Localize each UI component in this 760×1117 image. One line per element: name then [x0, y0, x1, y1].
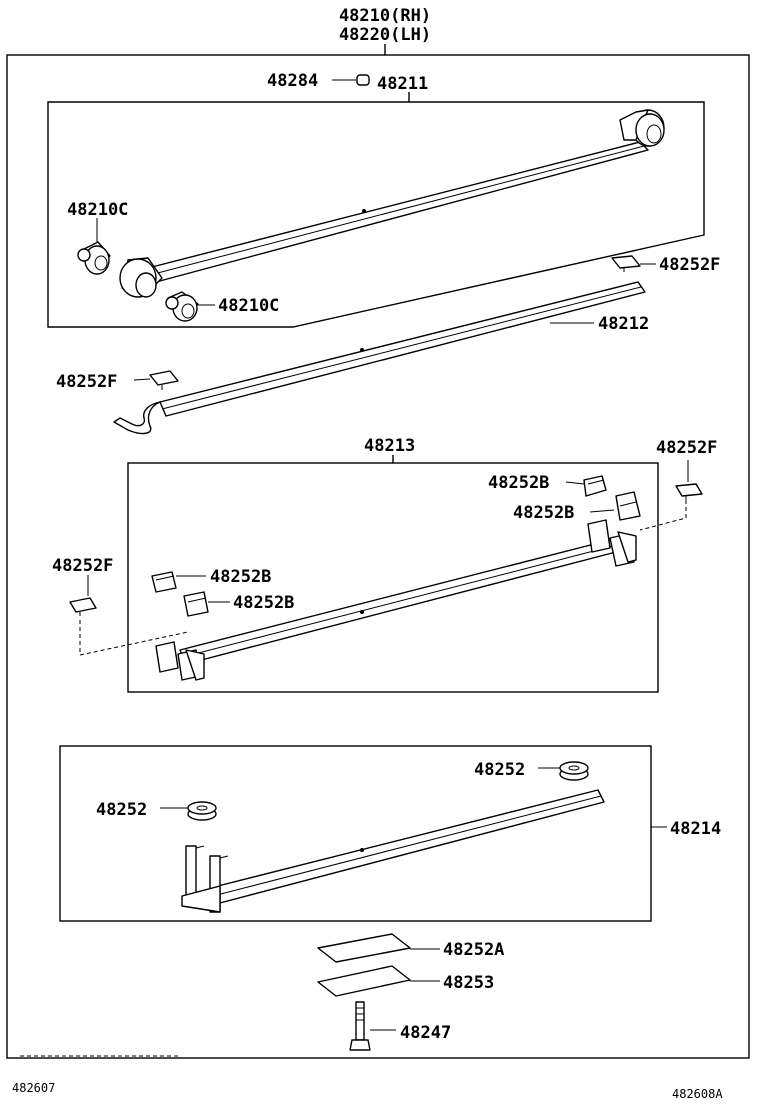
label-48252f-mid-right: 48252F: [656, 438, 717, 458]
caption-right: 482608A: [672, 1087, 723, 1101]
label-48252-left: 48252: [96, 800, 147, 820]
nut-48284: [332, 74, 370, 86]
leaf-48214-group: [59, 745, 667, 922]
plate-48252a: [317, 933, 440, 963]
label-48252b-2: 48252B: [513, 503, 574, 523]
main-leaf: [119, 109, 665, 298]
label-48252b-3: 48252B: [210, 567, 271, 587]
clip-48252b-2: [589, 491, 641, 521]
main-leaf-group: [47, 74, 705, 328]
rubber-48252-left: [160, 801, 217, 821]
clip-48252b-1: [565, 475, 607, 497]
assembly-label-rh: 48210(RH): [339, 6, 431, 26]
bushing-bottom: [165, 291, 215, 322]
assembly-label-lh: 48220(LH): [339, 25, 431, 45]
pad-48252f-top-right: [611, 255, 656, 272]
leaf-48213-group: [79, 455, 687, 693]
label-48212: 48212: [598, 314, 649, 334]
label-48252b-4: 48252B: [233, 593, 294, 613]
pad-48252f-mid-left: [69, 575, 97, 616]
clip-48252b-3: [151, 571, 206, 593]
label-48252f-left: 48252F: [56, 372, 117, 392]
caption-left: 482607: [12, 1081, 55, 1095]
bushing-top: [77, 218, 111, 275]
label-48211: 48211: [377, 74, 428, 94]
label-48252-right: 48252: [474, 760, 525, 780]
label-48284: 48284: [267, 71, 318, 91]
bolt-48247: [349, 1001, 396, 1051]
rubber-48252-right: [538, 761, 589, 781]
label-48252f-mid-left: 48252F: [52, 556, 113, 576]
pad-48252f-left: [133, 370, 179, 390]
pad-48252f-mid-right: [675, 460, 703, 500]
label-48213: 48213: [364, 436, 415, 456]
plate-48253: [317, 965, 440, 997]
label-48252b-1: 48252B: [488, 473, 549, 493]
clip-48252b-4: [183, 591, 230, 617]
label-48214: 48214: [670, 819, 721, 839]
label-48253: 48253: [443, 973, 494, 993]
label-48210c-bottom: 48210C: [218, 296, 279, 316]
leaf-48212: [113, 281, 646, 435]
label-48210c-top: 48210C: [67, 200, 128, 220]
label-48252f-top-right: 48252F: [659, 255, 720, 275]
label-48247: 48247: [400, 1023, 451, 1043]
outer-frame: [6, 44, 750, 1059]
label-48252a: 48252A: [443, 940, 504, 960]
